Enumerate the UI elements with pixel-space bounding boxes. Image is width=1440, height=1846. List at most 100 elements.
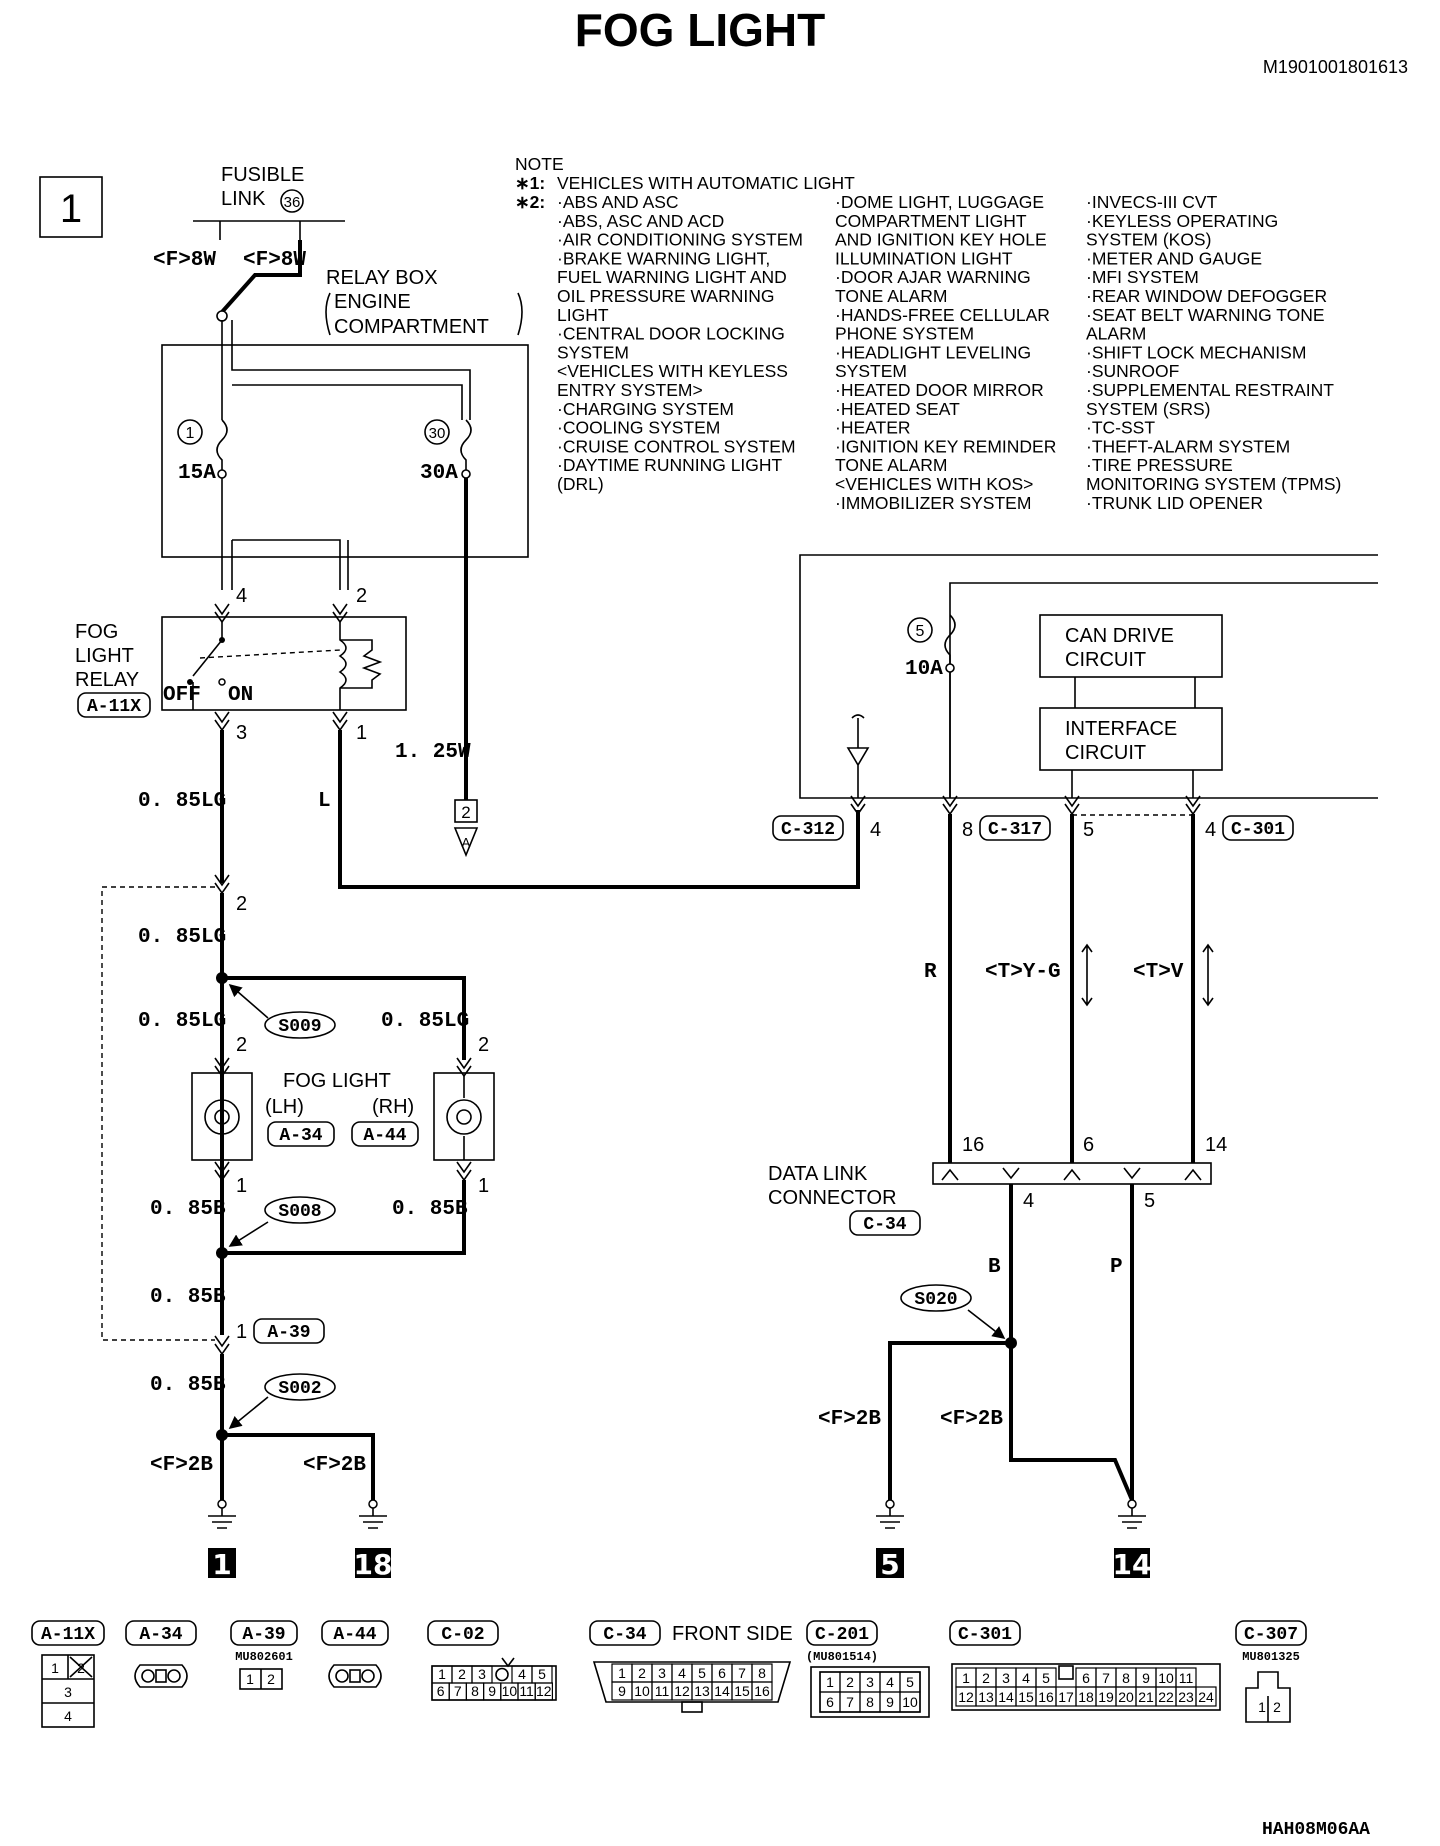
a39-pin-2: 2 (236, 893, 247, 915)
fog-light-rh-label: (RH) (372, 1096, 414, 1118)
cv-c34-side: FRONT SIDE (672, 1623, 793, 1645)
connector-pin: 12 (674, 1683, 690, 1699)
note-item: ·HEADLIGHT LEVELING (835, 342, 1031, 362)
interface-circuit (1039, 707, 1223, 771)
note-item: ·HEATED SEAT (835, 399, 960, 419)
fusible-link-label: LINK (221, 188, 266, 210)
note-item: PHONE SYSTEM (835, 324, 974, 344)
cv-c34-id: C-34 (603, 1625, 646, 1645)
connector-pin: 8 (866, 1694, 874, 1710)
note-item: ·IGNITION KEY REMINDER (835, 436, 1056, 456)
wire-085b: 0. 85B (150, 1286, 226, 1309)
dlc-pin-6: 6 (1083, 1134, 1094, 1156)
svg-text:1: 1 (1258, 1699, 1266, 1715)
note-item: ·HANDS-FREE CELLULAR (835, 305, 1050, 325)
cv-a39-part: MU802601 (235, 1650, 293, 1664)
note-item: SYSTEM (SRS) (1086, 399, 1210, 419)
connector-pin: 8 (471, 1683, 479, 1699)
connector-pin: 5 (906, 1674, 914, 1690)
note-item: (DRL) (557, 474, 604, 494)
note-item: ALARM (1086, 324, 1146, 344)
c317-pin-5: 5 (1083, 819, 1094, 841)
svg-text:3: 3 (64, 1684, 72, 1700)
svg-text:2: 2 (1273, 1699, 1281, 1715)
note-item: SYSTEM (KOS) (1086, 230, 1211, 250)
cv-a11x-id: A-11X (41, 1625, 95, 1645)
fusible-link-number-text: 36 (284, 194, 301, 211)
ground-5: 5 (876, 1499, 904, 1581)
footer-code: HAH08M06AA (1262, 1820, 1370, 1840)
dlc-pin-5: 5 (1144, 1190, 1155, 1212)
note-item: ·BRAKE WARNING LIGHT, (557, 248, 770, 268)
wire-f8w: <F>8W (153, 249, 216, 272)
fog-lh-connector-id: A-34 (279, 1126, 322, 1146)
connector-pin: 13 (694, 1683, 710, 1699)
interface-label: INTERFACE (1065, 718, 1177, 740)
note-block: NOTE ∗1: VEHICLES WITH AUTOMATIC LIGHT ∗… (515, 154, 1341, 513)
splice-s002: S002 (278, 1379, 321, 1399)
cv-c307-part: MU801325 (1242, 1650, 1300, 1664)
note-item: LIGHT (557, 305, 609, 325)
c312-pin-4: 4 (870, 819, 881, 841)
wire-tv: <T>V (1133, 961, 1184, 984)
lh-pin-1: 1 (236, 1175, 247, 1197)
wire-085lg: 0. 85LG (381, 1010, 469, 1033)
connector-pin: 7 (846, 1694, 854, 1710)
fuse-5-number: 5 (916, 623, 925, 640)
wire-f2b: <F>2B (940, 1408, 1003, 1431)
cv-a34 (134, 1664, 188, 1688)
wire-b: B (988, 1256, 1001, 1279)
note-item: OIL PRESSURE WARNING (557, 286, 775, 306)
cv-a34-id: A-34 (139, 1625, 182, 1645)
svg-text:4: 4 (64, 1708, 72, 1724)
connector-pin: 10 (502, 1683, 518, 1699)
interface-label: CIRCUIT (1065, 742, 1146, 764)
connector-pin: 8 (1122, 1670, 1130, 1686)
connector-pin: 3 (1002, 1670, 1010, 1686)
cv-c201-id: C-201 (815, 1625, 869, 1645)
dlc-label: CONNECTOR (768, 1187, 897, 1209)
note-item: ·THEFT-ALARM SYSTEM (1086, 436, 1290, 456)
dlc-connector-id: C-34 (863, 1215, 906, 1235)
splice-s008: S008 (278, 1202, 321, 1222)
connector-pin: 22 (1158, 1689, 1174, 1705)
fusible-link-label: FUSIBLE (221, 164, 304, 186)
connector-pin: 3 (478, 1666, 486, 1682)
note-item: ·SEAT BELT WARNING TONE (1086, 305, 1325, 325)
relay-box-label: COMPARTMENT (334, 316, 489, 338)
a39-connector-id: A-39 (267, 1323, 310, 1343)
connector-pin: 1 (962, 1670, 970, 1686)
splice-s009: S009 (278, 1017, 321, 1037)
connector-pin: 6 (718, 1665, 726, 1681)
wire-085b: 0. 85B (150, 1198, 226, 1221)
connector-pin: 24 (1198, 1689, 1214, 1705)
svg-text:2: 2 (267, 1671, 275, 1687)
connector-pin: 4 (678, 1665, 686, 1681)
lh-pin-2: 2 (236, 1034, 247, 1056)
connector-pin: 17 (1058, 1689, 1074, 1705)
fuse-30-number: 30 (429, 425, 446, 442)
note-item: ·ABS AND ASC (557, 192, 679, 212)
wire-085b: 0. 85B (150, 1374, 226, 1397)
note-2-mark: ∗2: (515, 192, 545, 212)
c301-pin-4: 4 (1205, 819, 1216, 841)
connector-pin: 19 (1098, 1689, 1114, 1705)
fuse-1-number: 1 (186, 425, 195, 442)
note-item: ·ABS, ASC AND ACD (557, 211, 724, 231)
connector-pin: 6 (826, 1694, 834, 1710)
rh-pin-2: 2 (478, 1034, 489, 1056)
note-item: ·TC-SST (1086, 418, 1155, 438)
connector-pin: 7 (738, 1665, 746, 1681)
svg-text:2: 2 (77, 1660, 85, 1676)
connector-pin: 18 (1078, 1689, 1094, 1705)
note-item: ·SUPPLEMENTAL RESTRAINT (1086, 380, 1334, 400)
cv-a44-id: A-44 (333, 1625, 376, 1645)
connector-pin: 5 (698, 1665, 706, 1681)
connector-pin: 2 (638, 1665, 646, 1681)
connector-pin: 9 (886, 1694, 894, 1710)
note-item: <VEHICLES WITH KEYLESS (557, 361, 788, 381)
connector-pin: 2 (458, 1666, 466, 1682)
cv-c02-id: C-02 (441, 1625, 484, 1645)
